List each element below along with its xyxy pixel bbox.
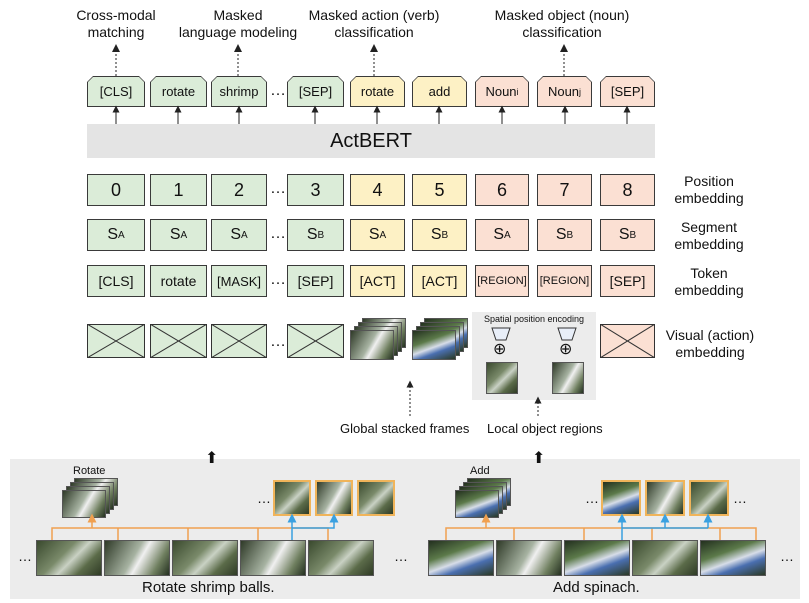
label-masked-action-classification: Masked action (verb) classification <box>308 7 440 40</box>
left-region-ellipsis: … <box>257 490 271 506</box>
token-cell-region-2: [REGION] <box>537 265 592 297</box>
actbert-model-bar: ActBERT <box>87 124 655 158</box>
segment-ellipsis: … <box>270 225 286 242</box>
local-object-regions-label: Local object regions <box>487 421 603 436</box>
label-visual-embedding: Visual (action) embedding <box>665 327 755 360</box>
object-region-1 <box>486 362 518 394</box>
top-dotted-arrows <box>112 44 568 76</box>
output-token-shrimp: shrimp <box>211 76 267 107</box>
left-strip-ellipsis-left: … <box>18 548 32 564</box>
spatial-trapezoid-1 <box>491 327 511 341</box>
label-segment-embedding: Segment embedding <box>674 219 744 252</box>
output-token-rotate-verb: rotate <box>350 76 405 107</box>
position-cell-8: 8 <box>600 174 655 206</box>
left-action-stacked-frames <box>62 478 122 522</box>
global-stacked-frames-label: Global stacked frames <box>340 421 470 436</box>
position-ellipsis: … <box>270 180 286 197</box>
label-masked-object-classification: Masked object (noun) classification <box>494 7 630 40</box>
token-cell-mask: [MASK] <box>211 265 267 297</box>
right-action-stacked-frames <box>455 478 515 522</box>
position-cell-2: 2 <box>211 174 267 206</box>
label-token-embedding: Token embedding <box>674 265 744 298</box>
left-region-1 <box>273 480 311 516</box>
visual-ellipsis: … <box>270 333 286 350</box>
right-region-2 <box>645 480 685 516</box>
action-stacked-frames-1 <box>350 318 410 364</box>
object-region-2 <box>552 362 584 394</box>
left-strip-ellipsis-right: … <box>394 548 408 564</box>
right-region-ellipsis-left: … <box>585 490 599 506</box>
spatial-encoding-label: Spatial position encoding <box>483 314 585 324</box>
left-video-strip <box>36 540 384 576</box>
model-to-output-arrows <box>112 105 631 124</box>
position-cell-1: 1 <box>150 174 207 206</box>
model-name: ActBERT <box>330 129 412 152</box>
output-token-sep-a: [SEP] <box>287 76 344 107</box>
right-region-1 <box>601 480 641 516</box>
up-arrow-left: ⬆ <box>205 450 219 467</box>
token-cell-rotate: rotate <box>150 265 207 297</box>
position-cell-7: 7 <box>537 174 592 206</box>
token-cell-sep-a: [SEP] <box>287 265 344 297</box>
position-cell-0: 0 <box>87 174 145 206</box>
output-token-rotate: rotate <box>150 76 207 107</box>
token-cell-sep-b: [SEP] <box>600 265 655 297</box>
frames-dotted-arrows <box>406 380 542 416</box>
position-cell-5: 5 <box>412 174 467 206</box>
token-cell-cls: [CLS] <box>87 265 145 297</box>
visual-placeholder-0 <box>87 324 145 358</box>
output-ellipsis: … <box>270 82 286 99</box>
output-token-cls: [CLS] <box>87 76 145 107</box>
right-strip-ellipsis-right: … <box>780 548 794 564</box>
visual-placeholder-3 <box>287 324 344 358</box>
right-video-strip <box>428 540 773 576</box>
label-cross-modal-matching: Cross-modal matching <box>76 7 156 40</box>
position-cell-4: 4 <box>350 174 405 206</box>
left-action-label: Rotate <box>73 465 106 477</box>
bottom-connectors <box>51 513 757 540</box>
left-caption: Rotate shrimp balls. <box>142 579 275 596</box>
label-masked-language-modeling: Masked language modeling <box>178 7 298 40</box>
token-cell-region-1: [REGION] <box>475 265 529 297</box>
right-caption: Add spinach. <box>553 579 640 596</box>
oplus-icon-2: ⊕ <box>559 341 573 358</box>
right-region-ellipsis-right: … <box>733 490 747 506</box>
spatial-encoding-panel: Spatial position encoding ⊕ ⊕ <box>472 312 596 400</box>
visual-placeholder-sep <box>600 324 655 358</box>
token-ellipsis: … <box>270 271 286 288</box>
visual-placeholder-1 <box>150 324 207 358</box>
output-token-add: add <box>412 76 467 107</box>
right-action-label: Add <box>470 465 490 477</box>
left-region-3 <box>357 480 395 516</box>
visual-placeholder-2 <box>211 324 267 358</box>
token-cell-act-1: [ACT] <box>350 265 405 297</box>
right-region-3 <box>689 480 729 516</box>
up-arrow-right: ⬆ <box>532 450 546 467</box>
spatial-trapezoid-2 <box>557 327 577 341</box>
action-stacked-frames-2 <box>412 318 472 364</box>
output-token-sep-b: [SEP] <box>600 76 655 107</box>
token-cell-act-2: [ACT] <box>412 265 467 297</box>
oplus-icon-1: ⊕ <box>493 341 507 358</box>
position-cell-3: 3 <box>287 174 344 206</box>
position-cell-6: 6 <box>475 174 529 206</box>
left-region-2 <box>315 480 353 516</box>
label-position-embedding: Position embedding <box>674 173 744 206</box>
